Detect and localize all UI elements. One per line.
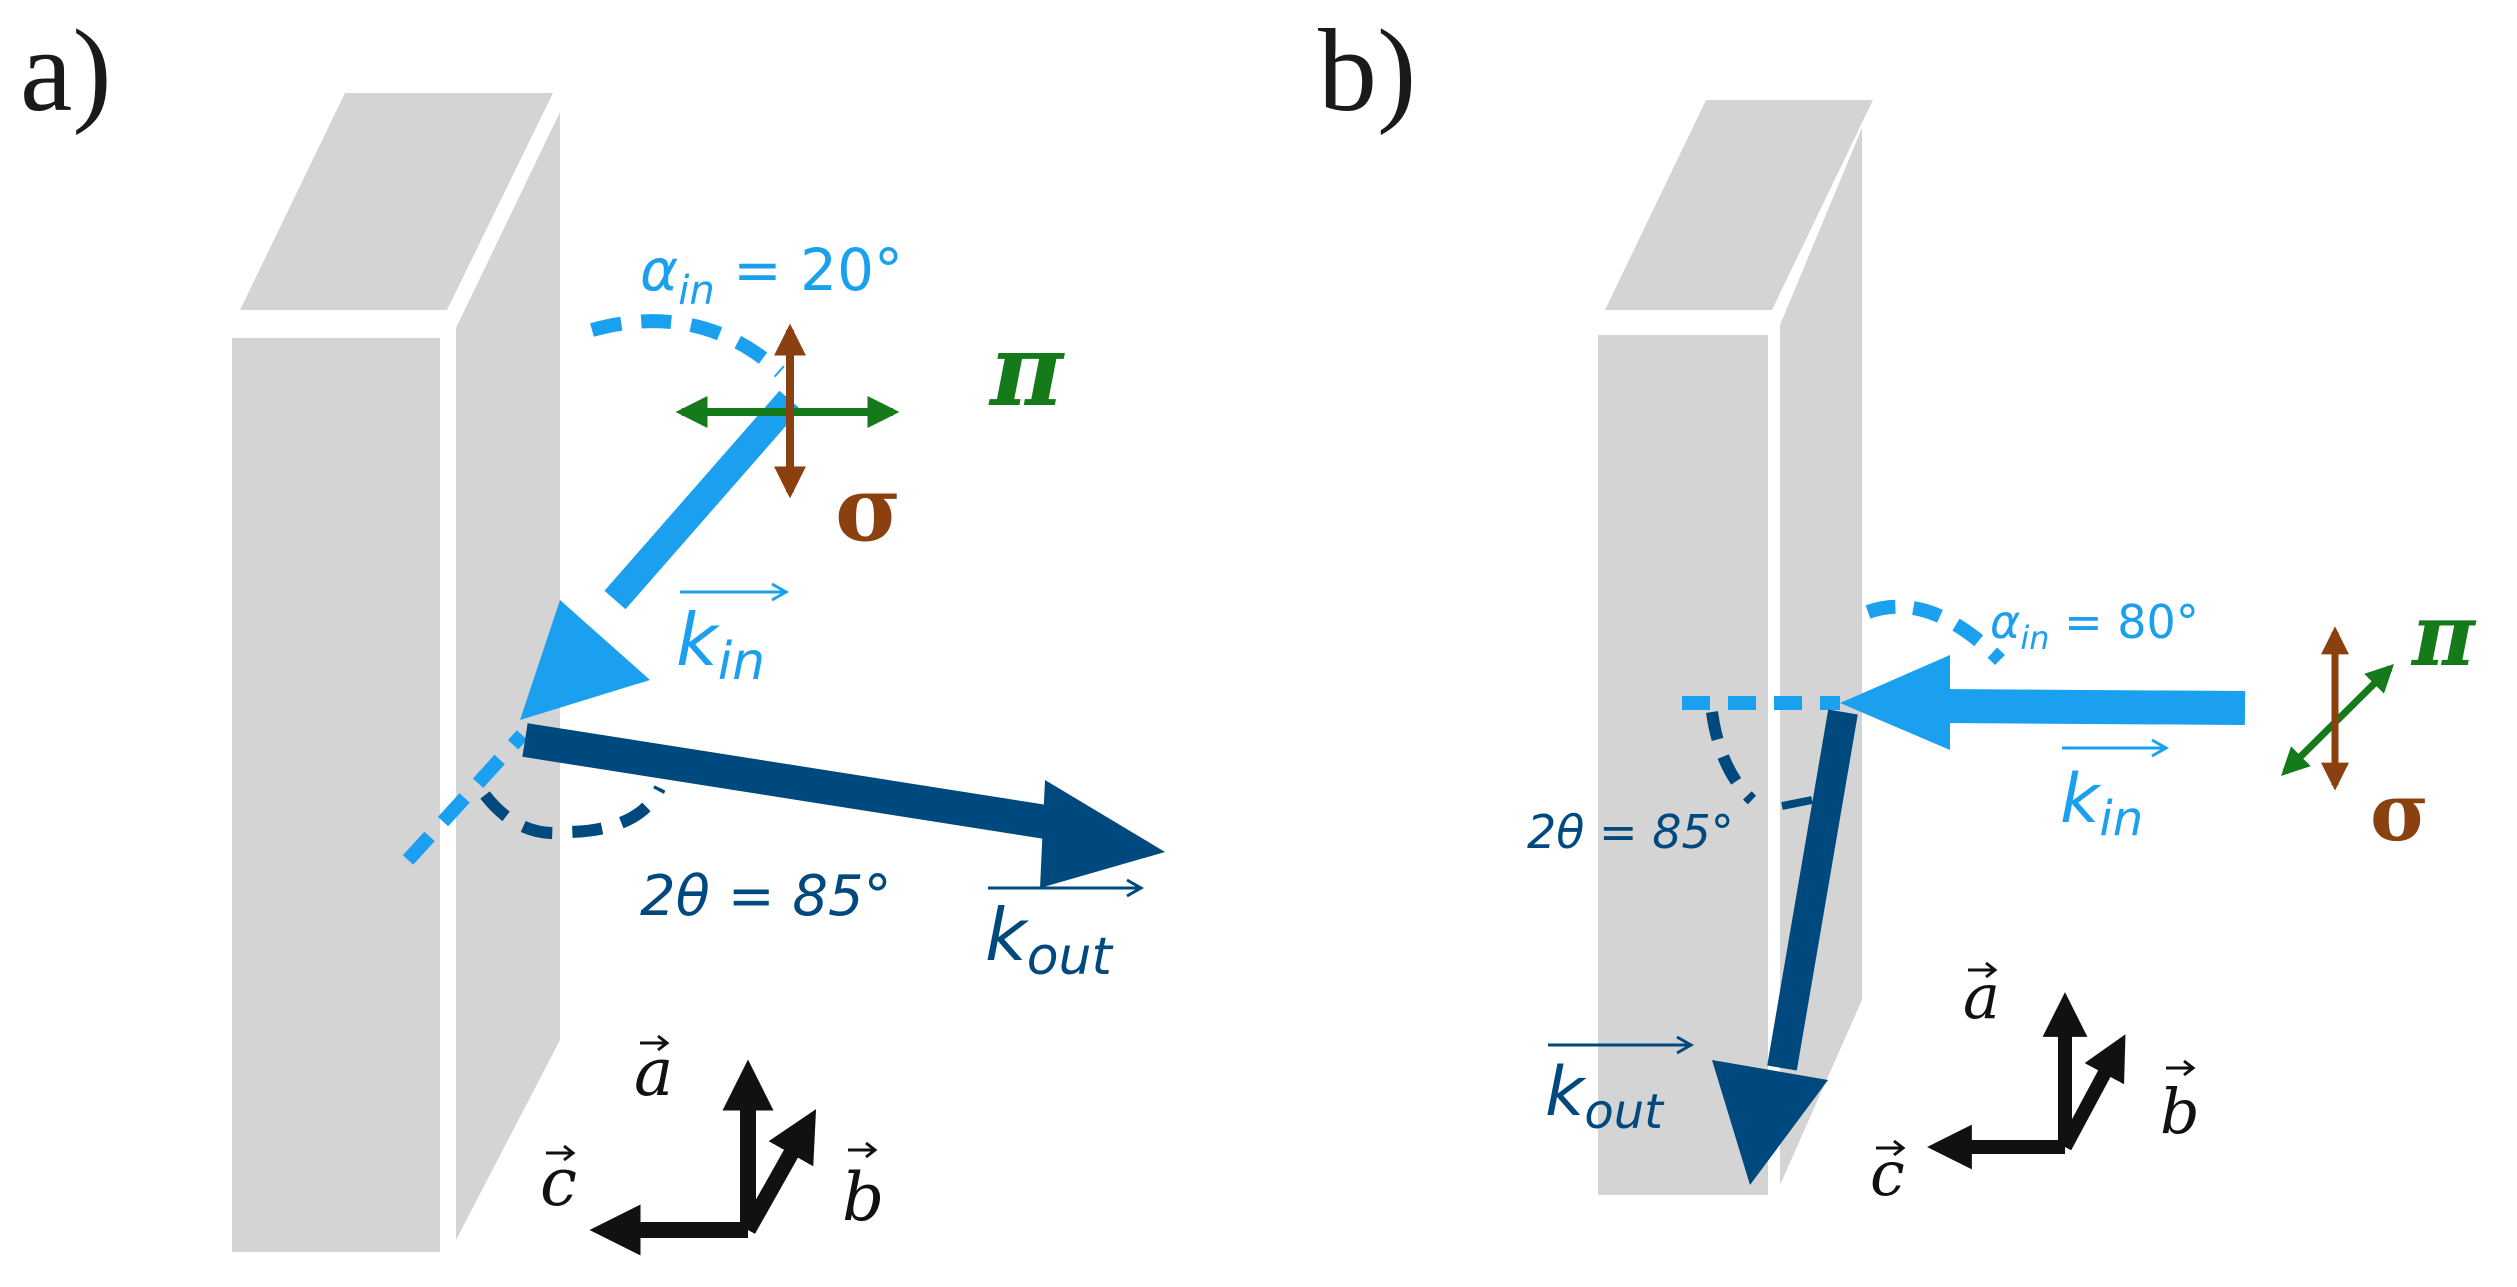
crystal-front-face <box>232 338 440 1252</box>
crystal-axes: a b c <box>1870 960 2200 1210</box>
scattering-angle-arc <box>1706 711 1757 805</box>
crystal-side-face <box>456 112 560 1240</box>
panel-b-label: b) <box>1318 5 1416 136</box>
crystal-top-face <box>240 93 553 310</box>
panel-a-label: a) <box>20 5 112 136</box>
scattered-beam <box>1712 709 1858 1185</box>
sigma-label: σ <box>2370 765 2429 859</box>
incidence-angle-label: αin = 20° <box>640 236 903 314</box>
surface-extension-dashed <box>402 730 528 865</box>
pi-label: π <box>2410 585 2477 686</box>
svg-text:c: c <box>540 1144 577 1221</box>
crystal-top-face <box>1605 100 1873 310</box>
crystal-front-face <box>1598 335 1768 1195</box>
axis-b-arrow <box>741 1109 817 1234</box>
scattering-angle-tick <box>1781 796 1813 810</box>
scattering-angle-label: 2θ = 85° <box>1527 805 1734 859</box>
scattering-angle-arc <box>480 785 666 840</box>
k-in-label: kin <box>676 582 790 692</box>
pi-label: π <box>988 311 1065 429</box>
incidence-angle-label: αin = 80° <box>1990 595 2199 657</box>
k-out-label: kout <box>985 878 1145 987</box>
panel-a-crystal <box>232 93 560 1252</box>
axis-c-label: c <box>540 1144 577 1221</box>
panel-a: a) αin = 20° 2θ = 85° <box>20 5 1165 1256</box>
k-in-label: kin <box>2060 738 2170 847</box>
scattering-angle-label: 2θ = 85° <box>640 864 892 929</box>
panel-b-crystal <box>1598 100 1873 1195</box>
incident-beam <box>1840 655 2246 750</box>
incident-beam <box>520 390 801 720</box>
axis-c-label: c <box>1870 1137 1906 1210</box>
svg-text:kout: kout <box>985 893 1113 987</box>
svg-text:a: a <box>634 1034 673 1111</box>
crystal-axes: a b c <box>540 1034 884 1256</box>
k-out-label: kout <box>1545 1035 1695 1140</box>
incidence-angle-arc <box>1865 599 2005 665</box>
svg-text:kout: kout <box>1545 1053 1665 1140</box>
svg-text:kin: kin <box>676 598 765 692</box>
panel-b: b) αin = 80° 2θ = 85° <box>1318 5 2477 1210</box>
axis-a-label: a <box>1963 960 2000 1033</box>
axis-b-arrow <box>2058 1034 2126 1151</box>
sigma-label: σ <box>835 456 901 562</box>
scattered-beam-arrowhead <box>1712 1060 1828 1185</box>
axis-b-label: b <box>2160 1059 2200 1148</box>
incident-beam-arrowhead <box>520 600 650 720</box>
incidence-angle-arc <box>590 314 785 378</box>
svg-text:kin: kin <box>2060 760 2143 847</box>
axis-a-label: a <box>634 1034 673 1111</box>
svg-text:b: b <box>842 1159 884 1236</box>
axis-b-label: b <box>842 1141 884 1236</box>
scattered-beam <box>522 723 1165 888</box>
svg-text:b: b <box>2160 1075 2200 1148</box>
scattered-beam-arrowhead <box>1040 780 1165 888</box>
incident-beam-arrowhead <box>1840 655 1950 750</box>
